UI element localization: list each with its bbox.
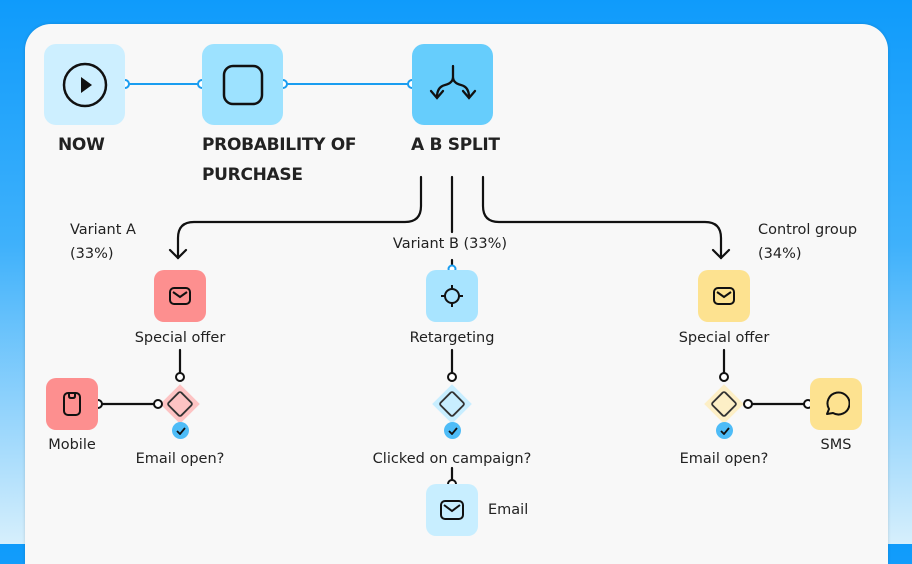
email-node[interactable]	[426, 484, 478, 536]
play-icon	[62, 62, 107, 107]
clicked-campaign-label: Clicked on campaign?	[372, 451, 532, 467]
target-icon	[441, 285, 463, 307]
control-group-pct: (34%)	[758, 246, 802, 262]
check-icon	[444, 422, 461, 439]
now-node[interactable]	[44, 44, 125, 125]
arrow-icon	[711, 248, 731, 260]
square-icon	[222, 64, 263, 105]
split-icon	[429, 64, 476, 100]
check-icon	[716, 422, 733, 439]
mobile-node[interactable]	[46, 378, 98, 430]
retargeting-node[interactable]	[426, 270, 478, 322]
mobile-label: Mobile	[48, 437, 96, 453]
variant-a-label: Variant A	[70, 222, 136, 238]
decision-diamond-a	[160, 384, 200, 424]
chat-bubble-icon	[826, 391, 850, 416]
mail-icon	[713, 287, 735, 305]
email-label: Email	[488, 502, 529, 518]
arrow-icon	[168, 248, 188, 260]
now-label: NOW	[58, 135, 105, 155]
decision-diamond-c	[704, 384, 744, 424]
branch-c-line	[481, 175, 723, 260]
mail-icon	[440, 500, 464, 520]
special-offer-a-node[interactable]	[154, 270, 206, 322]
probability-node[interactable]	[202, 44, 283, 125]
special-offer-a-label: Special offer	[134, 330, 226, 346]
ab-split-node[interactable]	[412, 44, 493, 125]
retargeting-label: Retargeting	[409, 330, 495, 346]
connectors	[93, 79, 813, 489]
probability-label-2: PURCHASE	[202, 165, 303, 185]
sms-node[interactable]	[810, 378, 862, 430]
mail-icon	[169, 287, 191, 305]
mobile-icon	[63, 392, 81, 416]
variant-b-label: Variant B (33%)	[392, 236, 508, 252]
branch-a-line	[176, 175, 423, 260]
sms-label: SMS	[820, 437, 852, 453]
special-offer-c-node[interactable]	[698, 270, 750, 322]
control-group-label: Control group	[758, 222, 858, 238]
variant-a-pct: (33%)	[70, 246, 114, 262]
email-open-c-label: Email open?	[679, 451, 769, 467]
probability-label-1: PROBABILITY OF	[202, 135, 357, 155]
special-offer-c-label: Special offer	[678, 330, 770, 346]
decision-diamond-b	[432, 384, 472, 424]
check-icon	[172, 422, 189, 439]
ab-split-label: A B SPLIT	[411, 135, 500, 155]
email-open-a-label: Email open?	[135, 451, 225, 467]
